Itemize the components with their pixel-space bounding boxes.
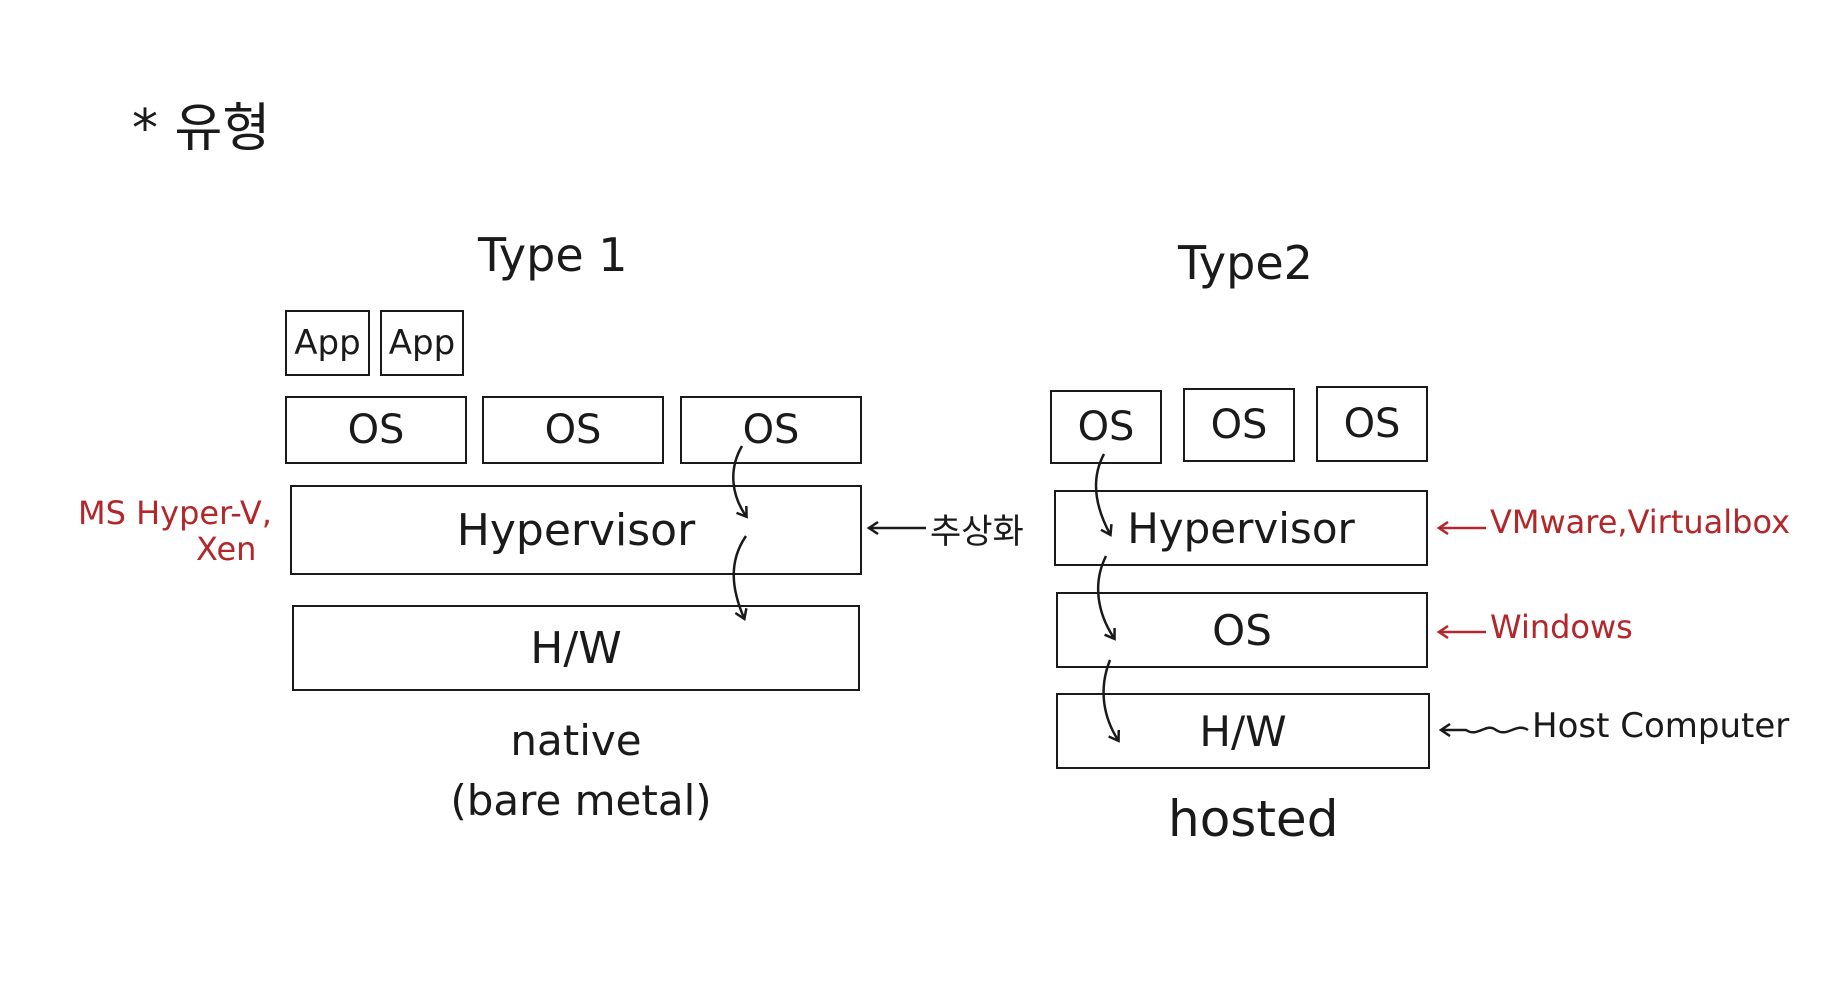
- os-label: OS: [1210, 402, 1268, 448]
- type1-title: Type 1: [478, 228, 628, 282]
- type1-os-box-1: OS: [285, 396, 467, 464]
- type1-flow-arrow-os-to-hypervisor: [732, 445, 746, 516]
- type2-title: Type2: [1178, 236, 1313, 290]
- type2-hypervisor-box: Hypervisor: [1054, 490, 1428, 566]
- host-os-label: OS: [1212, 605, 1272, 655]
- type1-hypervisor-box: Hypervisor: [290, 485, 862, 575]
- type2-flow-arrow-os-to-hw: [1102, 659, 1118, 740]
- type2-flow-arrow-hypervisor-to-os: [1096, 555, 1114, 638]
- os-label: OS: [1343, 401, 1401, 447]
- type2-caption-hosted: hosted: [1168, 790, 1339, 848]
- type2-host-os-note: Windows: [1490, 608, 1633, 646]
- type1-flow-arrow-hypervisor-to-hw: [732, 535, 746, 618]
- app-label: App: [294, 323, 361, 363]
- type2-os-box-1: OS: [1050, 390, 1162, 464]
- type1-hardware-box: H/W: [292, 605, 860, 691]
- type2-os-box-3: OS: [1316, 386, 1428, 462]
- type1-os-box-3: OS: [680, 396, 862, 464]
- type2-hardware-note-arrow: [1442, 728, 1529, 733]
- abstraction-label: 추상화: [930, 512, 1024, 552]
- type1-app-box-1: App: [285, 310, 370, 376]
- type2-hypervisor-note: VMware,Virtualbox: [1490, 503, 1790, 541]
- type1-example-line1: MS Hyper-V,: [78, 494, 272, 532]
- type2-flow-arrow-os-to-hypervisor: [1094, 453, 1110, 534]
- type1-caption-native: native: [510, 716, 642, 765]
- hardware-label: H/W: [530, 622, 622, 674]
- hardware-label: H/W: [1199, 706, 1287, 756]
- type2-hardware-note: Host Computer: [1532, 706, 1790, 746]
- type1-app-box-2: App: [380, 310, 464, 376]
- os-label: OS: [544, 407, 602, 453]
- type1-example-line2: Xen: [196, 530, 257, 568]
- hypervisor-label: Hypervisor: [1127, 503, 1355, 553]
- type2-os-box-2: OS: [1183, 388, 1295, 462]
- app-label: App: [388, 323, 456, 363]
- os-label: OS: [742, 407, 800, 453]
- hypervisor-label: Hypervisor: [456, 504, 696, 556]
- heading: * 유형: [132, 99, 271, 159]
- type1-caption-bare-metal: (bare metal): [450, 776, 712, 825]
- os-label: OS: [347, 407, 405, 453]
- type2-host-os-box: OS: [1056, 592, 1428, 668]
- os-label: OS: [1077, 404, 1135, 450]
- type1-os-box-2: OS: [482, 396, 664, 464]
